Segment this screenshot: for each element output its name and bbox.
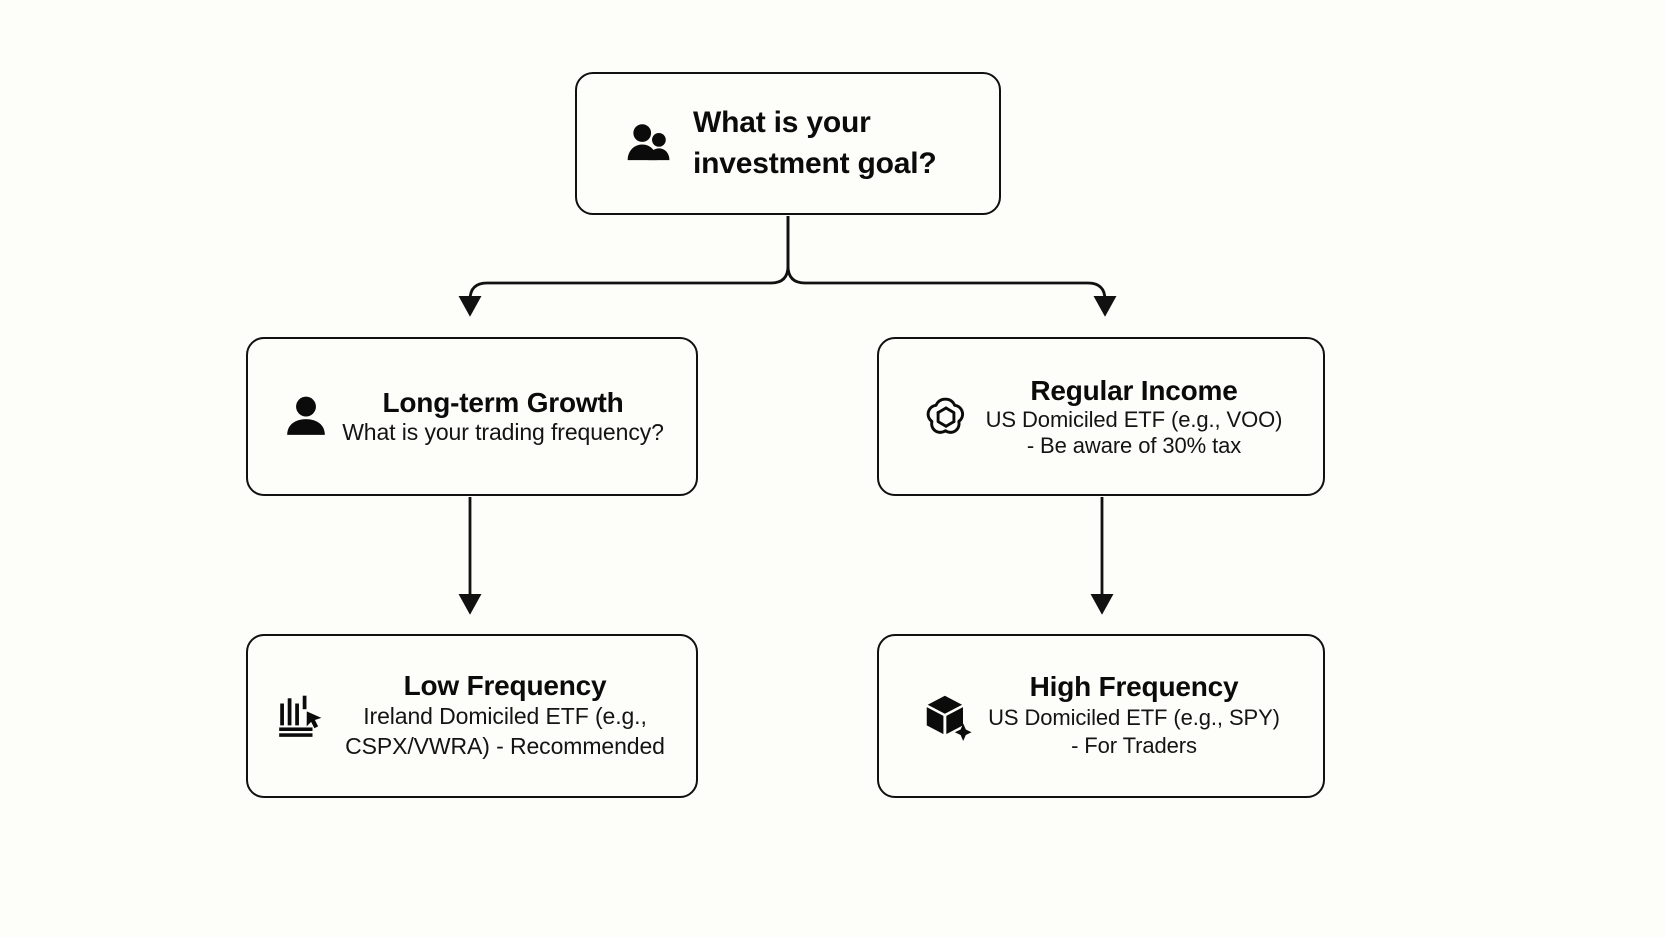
node-text-block: What is your investment goal?: [693, 103, 963, 183]
node-subtitle-line-1: US Domiciled ETF (e.g., SPY): [988, 704, 1280, 730]
node-subtitle-line-2: - For Traders: [1071, 733, 1197, 759]
node-text-block: Long-term Growth What is your trading fr…: [342, 387, 664, 446]
node-text-block: Low Frequency Ireland Domiciled ETF (e.g…: [340, 670, 670, 762]
openai-knot-icon: [920, 391, 972, 443]
node-title: High Frequency: [1029, 671, 1239, 703]
node-subtitle: What is your trading frequency?: [342, 419, 664, 446]
people-icon: [623, 118, 675, 170]
edge-root-to-left: [458, 216, 790, 317]
bar-chart-cursor-icon: [274, 690, 326, 742]
edge-root-to-right: [786, 216, 1117, 317]
person-icon: [280, 390, 332, 442]
cube-sparkle-icon: [922, 690, 974, 742]
node-subtitle: Ireland Domiciled ETF (e.g., CSPX/VWRA) …: [345, 703, 665, 760]
node-low-frequency[interactable]: Low Frequency Ireland Domiciled ETF (e.g…: [246, 634, 698, 798]
node-subtitle-line-1: US Domiciled ETF (e.g., VOO): [985, 407, 1283, 433]
node-investment-goal[interactable]: What is your investment goal?: [575, 72, 1001, 215]
node-high-frequency[interactable]: High Frequency US Domiciled ETF (e.g., S…: [877, 634, 1325, 798]
node-title: Long-term Growth: [382, 386, 624, 418]
node-title: Regular Income: [1030, 374, 1238, 406]
node-title: Low Frequency: [403, 669, 607, 701]
node-long-term-growth[interactable]: Long-term Growth What is your trading fr…: [246, 337, 698, 496]
node-subtitle-line-2: - Be aware of 30% tax: [1026, 432, 1242, 458]
node-text-block: High Frequency US Domiciled ETF (e.g., S…: [988, 671, 1280, 761]
node-text-block: Regular Income US Domiciled ETF (e.g., V…: [986, 375, 1283, 459]
node-regular-income[interactable]: Regular Income US Domiciled ETF (e.g., V…: [877, 337, 1325, 496]
node-title: What is your investment goal?: [693, 106, 937, 180]
